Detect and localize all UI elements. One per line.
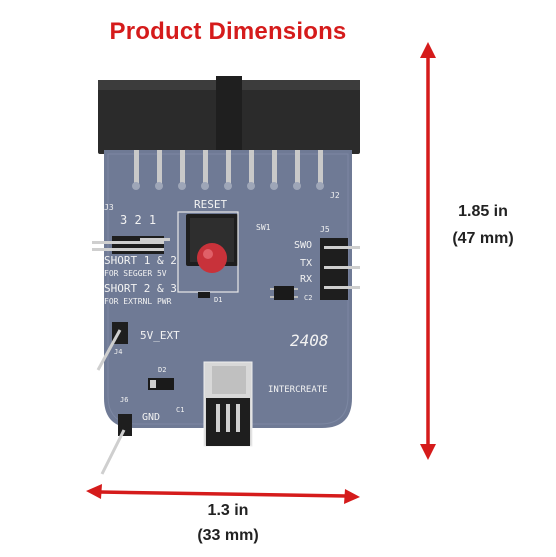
pcb-c1-label: C1 [176, 406, 184, 414]
height-mm: (47 mm) [452, 230, 514, 247]
j4-pin [96, 322, 128, 371]
pcb-swo-label: SWO [294, 240, 312, 251]
height-dimension-arrow [420, 42, 436, 460]
pcb-board [104, 150, 352, 428]
pcb-j3-label: J3 [104, 203, 114, 212]
pcb-d1-label: D1 [214, 296, 222, 304]
height-inches: 1.85 in [458, 203, 508, 220]
page-title: Product Dimensions [109, 18, 347, 45]
reset-button-cap [197, 243, 227, 273]
width-dimension-arrow [86, 484, 360, 504]
pcb-j4-label: J4 [114, 348, 122, 356]
j3-header [92, 236, 170, 254]
pcb-short23: SHORT 2 & 3 [104, 282, 177, 295]
pcb-brand-label: INTERCREATE [268, 385, 328, 395]
pcb-tx-label: TX [300, 258, 312, 269]
pcb-j6-label: J6 [120, 396, 128, 404]
pcb-for-segger: FOR SEGGER 5V [104, 269, 167, 278]
height-label: 1.85 in (47 mm) [428, 198, 538, 252]
pcb-short12: SHORT 1 & 2 [104, 254, 177, 267]
pcb-sw1-label: SW1 [256, 223, 271, 232]
small-ic [274, 286, 294, 300]
width-label: 1.3 in (33 mm) [160, 498, 296, 548]
pcb-rev-label: 2408 [290, 331, 329, 350]
pcb-for-ext: FOR EXTRNL PWR [104, 297, 172, 306]
pcb-gnd-label: GND [142, 412, 160, 423]
pcb-5vext-label: 5V_EXT [140, 329, 180, 342]
bottom-connector [203, 361, 253, 447]
pcb-c2-label: C2 [304, 294, 312, 302]
j5-header [320, 238, 360, 300]
pcb-j3-pins: 3 2 1 [120, 213, 156, 227]
pcb-reset-label: RESET [194, 198, 227, 211]
j6-pin [100, 414, 132, 475]
width-mm: (33 mm) [197, 527, 259, 544]
pcb-rx-label: RX [300, 274, 312, 285]
pcb-j2-label: J2 [330, 191, 340, 200]
top-header-pins [134, 150, 323, 184]
width-inches: 1.3 in [207, 502, 249, 519]
pcb-d2-label: D2 [158, 366, 166, 374]
pcb-j5-label: J5 [320, 225, 330, 234]
